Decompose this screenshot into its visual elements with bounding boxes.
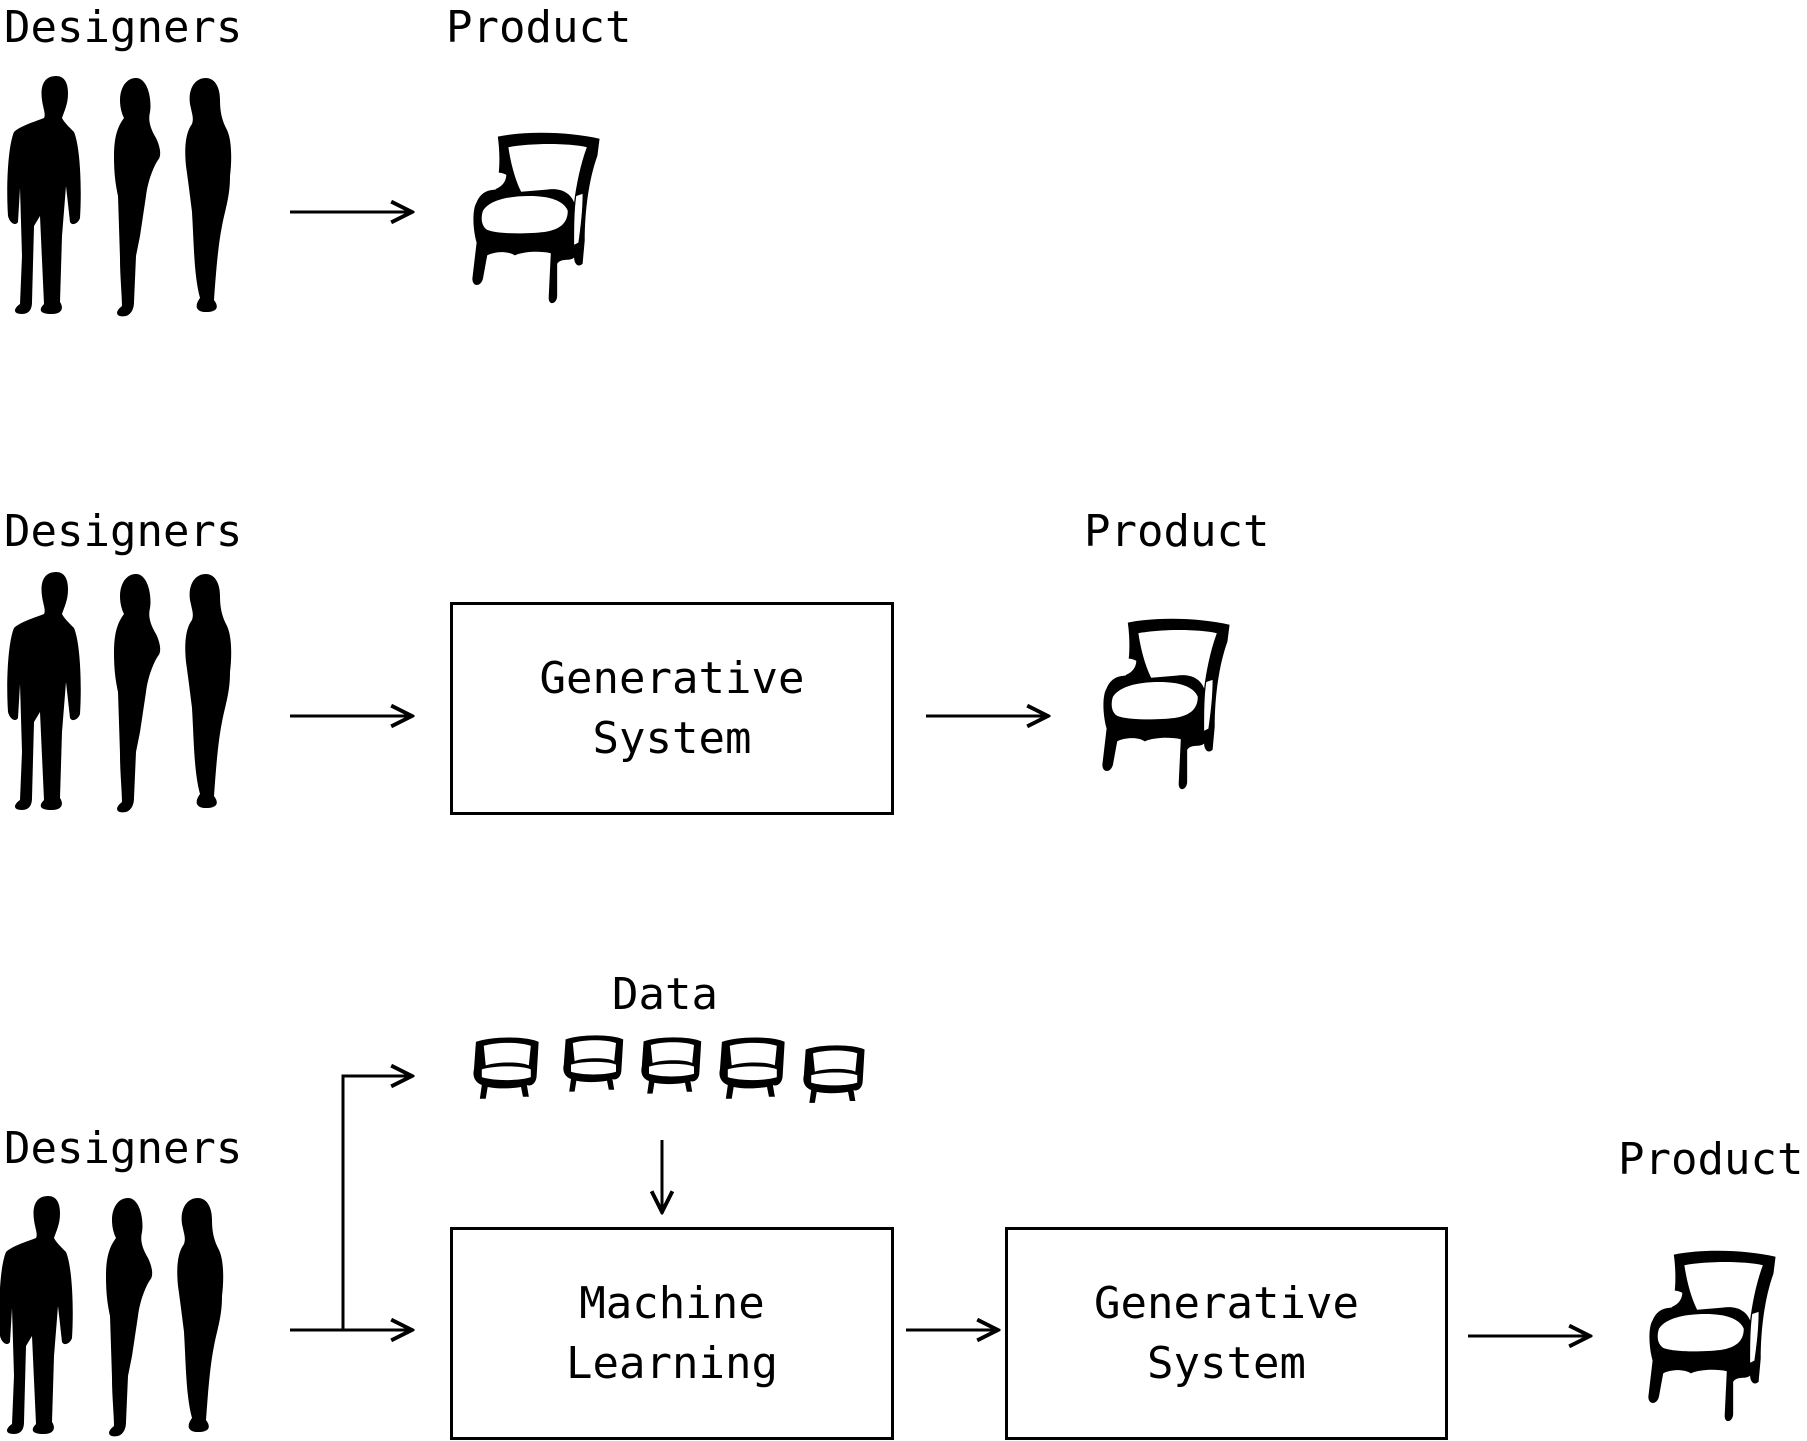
designers-silhouette-icon (0, 1196, 224, 1437)
designers-silhouette-icon (7, 76, 232, 317)
arrow-right-icon (290, 1076, 412, 1332)
generative-system-box-row3: Generative System (1005, 1227, 1448, 1440)
generative-system-box-line2: System (592, 712, 752, 764)
product-label-row3: Product (1618, 1134, 1804, 1185)
machine-learning-box-line1: Machine (579, 1277, 765, 1329)
armchair-icon (1102, 618, 1230, 790)
data-chair-thumbnail-icon (563, 1035, 624, 1092)
generative-system-box-row3-line2: System (1147, 1337, 1306, 1389)
generative-system-box-row3-line1: Generative (1094, 1277, 1359, 1329)
designers-label-row3: Designers (4, 1123, 243, 1174)
designers-silhouette-icon (7, 572, 232, 813)
machine-learning-box: Machine Learning (450, 1227, 894, 1440)
data-chair-thumbnail-icon (719, 1037, 785, 1099)
product-label-row2: Product (1084, 506, 1270, 557)
machine-learning-box-line2: Learning (566, 1337, 778, 1389)
data-chair-thumbnail-icon (803, 1045, 865, 1103)
armchair-icon (472, 132, 600, 304)
data-chair-thumbnail-icon (641, 1037, 702, 1094)
generative-system-box-row2: Generative System (450, 602, 894, 815)
generative-system-box-line1: Generative (539, 652, 805, 704)
designers-label-row1: Designers (4, 2, 243, 53)
data-label: Data (612, 969, 718, 1020)
data-chair-thumbnail-icon (473, 1037, 539, 1099)
armchair-icon (1648, 1250, 1776, 1422)
product-label-row1: Product (446, 2, 632, 53)
designers-label-row2: Designers (4, 506, 243, 557)
